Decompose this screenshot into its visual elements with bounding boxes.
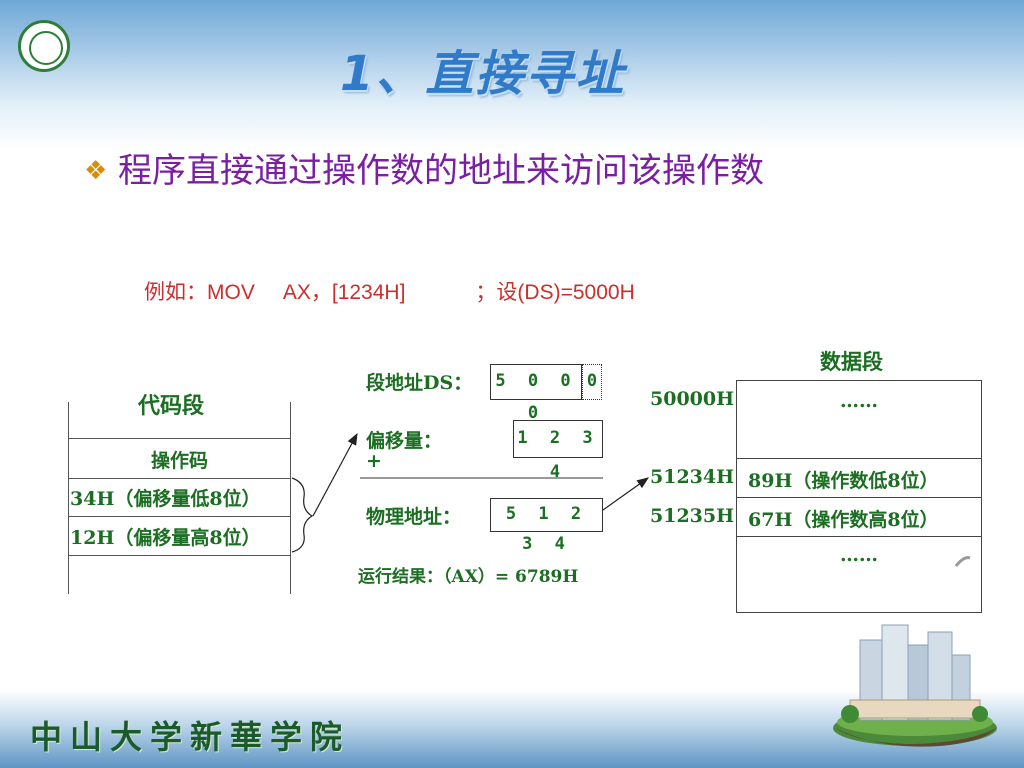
code-row-offset-low: 34H（偏移量低8位） <box>70 488 261 510</box>
data-value-low: 89H（操作数低8位） <box>748 470 939 492</box>
code-segment-title: 代码段 <box>138 393 205 419</box>
data-row-divider <box>736 536 982 537</box>
segment-address-label: 段地址DS： <box>366 372 473 394</box>
segment-address-box: 5 0 0 0 <box>490 364 582 423</box>
code-segment-left-border <box>68 402 69 594</box>
segment-shift-zero-box: 0 <box>582 364 602 400</box>
data-row-divider <box>736 497 982 498</box>
code-row-opcode: 操作码 <box>150 450 208 472</box>
data-ellipsis-bottom: …… <box>840 544 878 566</box>
bullet-diamond-icon: ❖ <box>84 156 108 186</box>
run-result: 运行结果：（AX）= 6789H <box>358 567 579 587</box>
example-instruction: 例如：MOV AX，[1234H] ；设(DS)=5000H <box>144 281 635 304</box>
address-51235h: 51235H <box>650 505 735 527</box>
plus-sign: + <box>366 450 382 472</box>
code-segment-right-border <box>290 402 291 594</box>
data-segment-title: 数据段 <box>820 349 883 374</box>
offset-box: 1 2 3 4 <box>513 420 603 482</box>
data-ellipsis-top: …… <box>840 390 878 412</box>
code-row-divider <box>68 478 291 479</box>
campus-island-illustration <box>833 624 997 747</box>
school-name-logo: 中山大学新華学院 <box>30 718 351 756</box>
code-row-divider <box>68 516 291 517</box>
address-50000h: 50000H <box>650 388 735 410</box>
data-value-high: 67H（操作数高8位） <box>748 509 939 531</box>
header-background <box>0 0 1024 150</box>
data-row-divider <box>736 458 982 459</box>
code-row-divider <box>68 438 291 439</box>
bullet-text: 程序直接通过操作数的地址来访问该操作数 <box>118 151 764 191</box>
offset-label: 偏移量： <box>366 430 443 452</box>
code-row-offset-high: 12H（偏移量高8位） <box>70 527 261 549</box>
physical-address-label: 物理地址： <box>366 506 462 528</box>
slide-title: 1、直接寻址 <box>340 46 626 102</box>
physical-address-box: 5 1 2 3 4 <box>490 498 603 554</box>
university-seal-icon <box>18 20 70 72</box>
code-row-divider <box>68 555 291 556</box>
data-segment-box <box>736 380 982 613</box>
address-51234h: 51234H <box>650 466 735 488</box>
